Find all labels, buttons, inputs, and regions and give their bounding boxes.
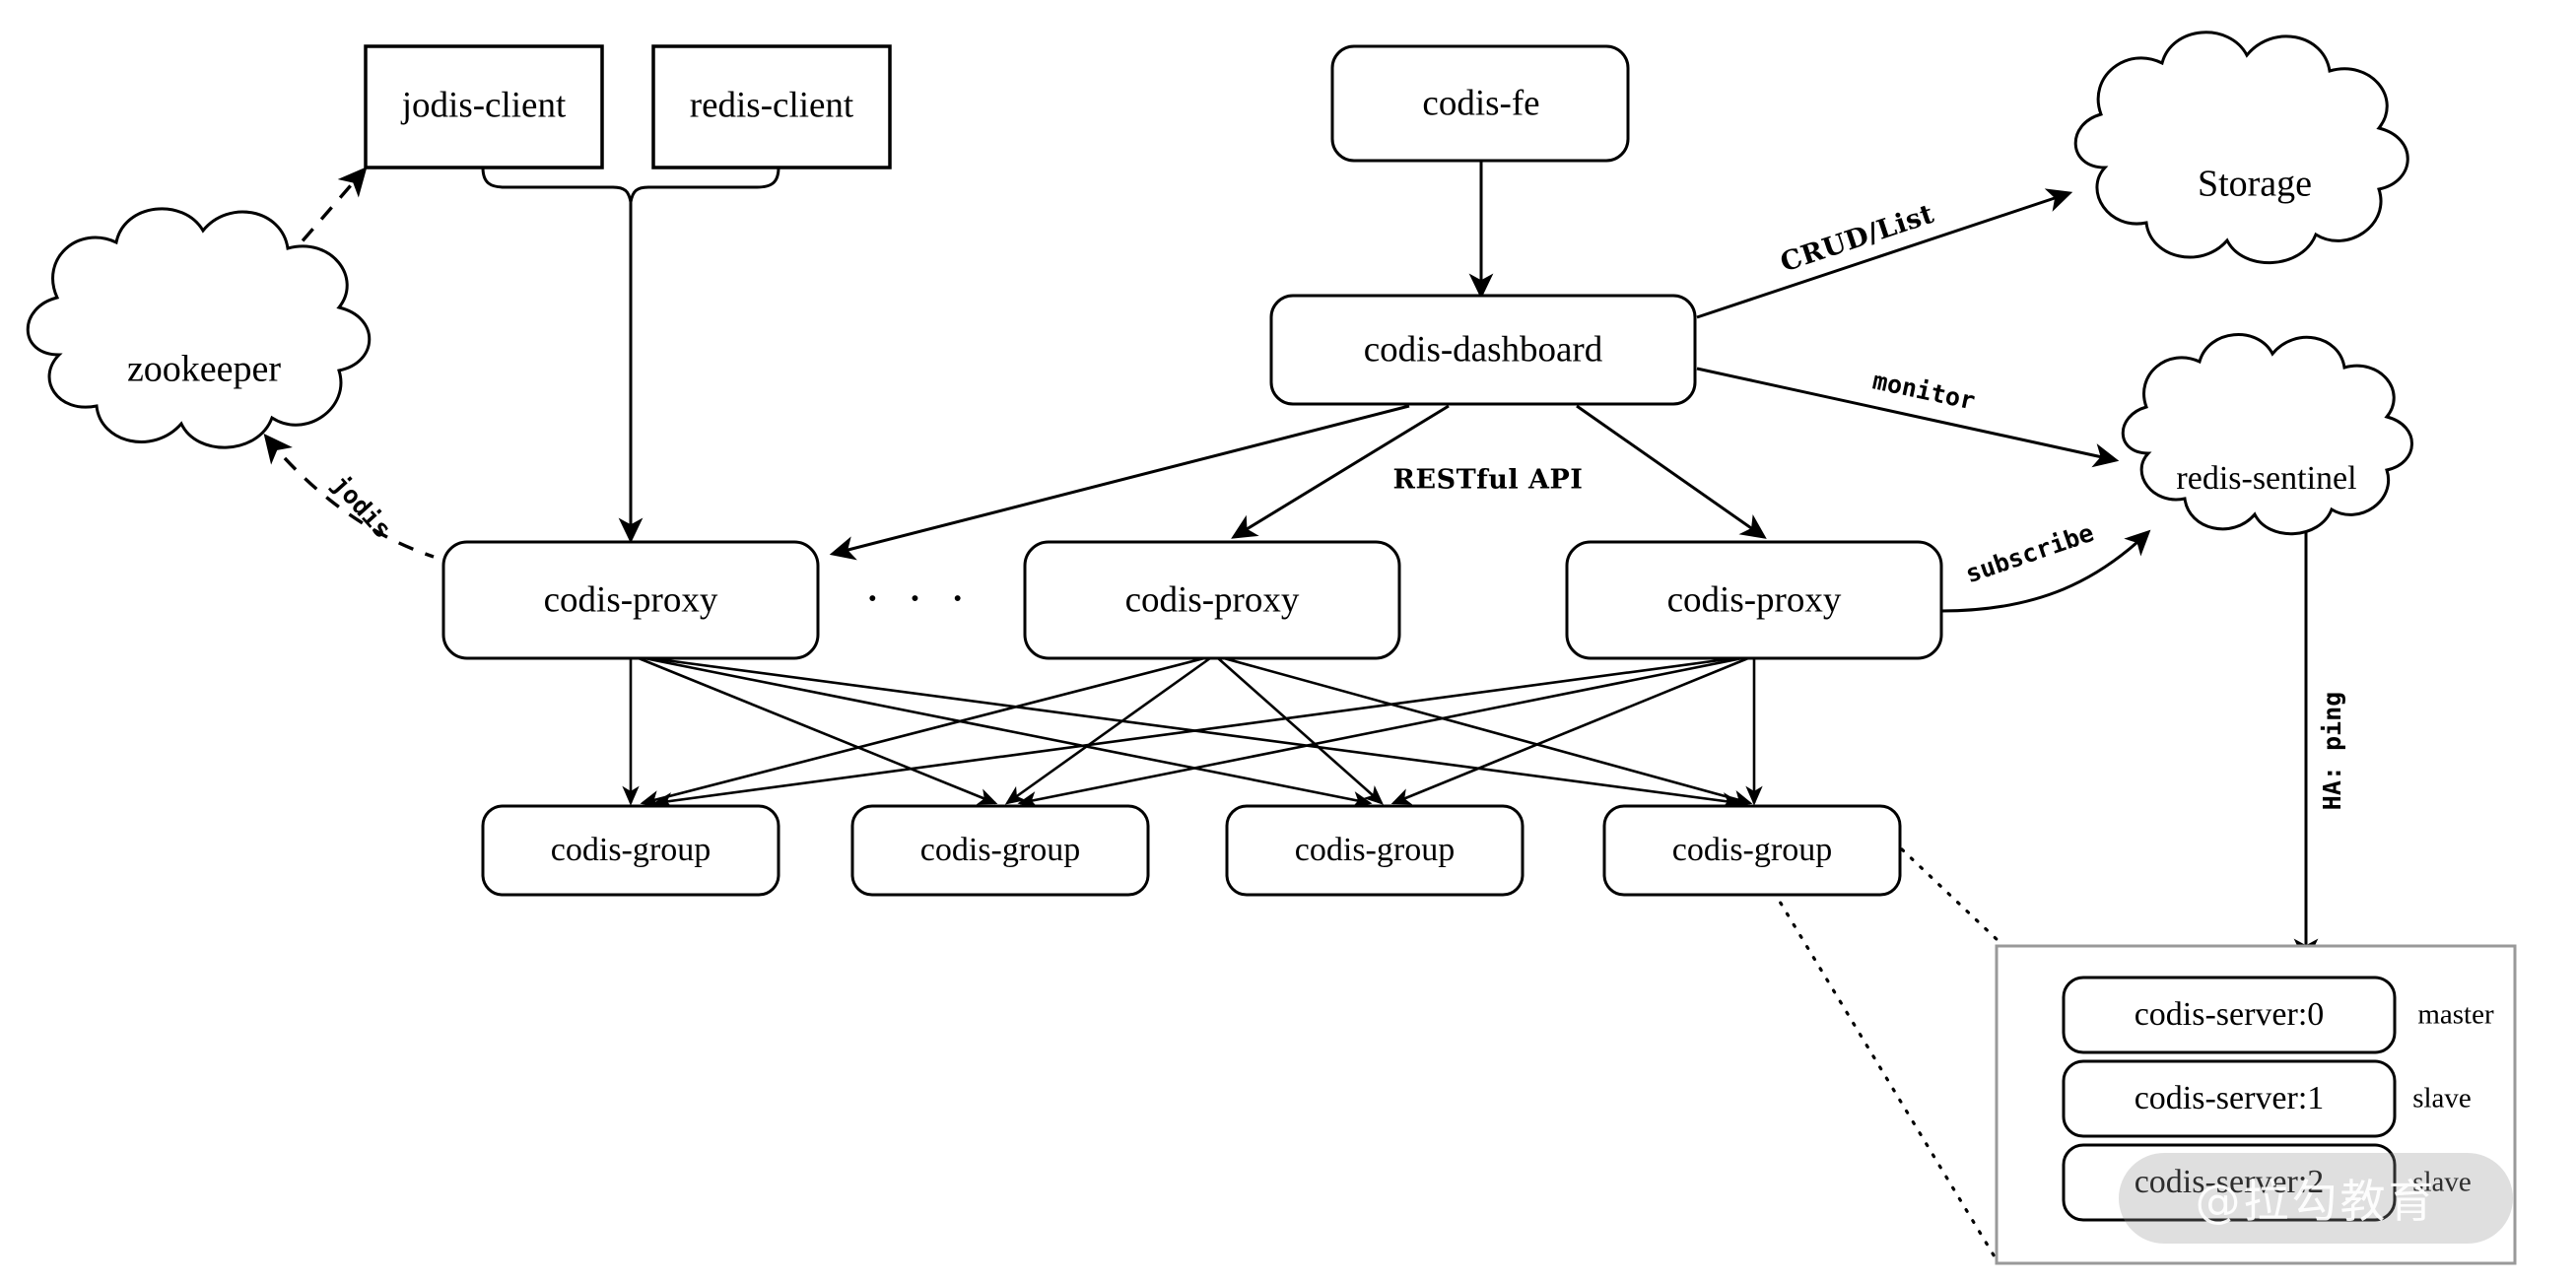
node-codis-dashboard[interactable] [1269, 294, 1697, 406]
node-codis-dashboard-label: codis-dashboard [1364, 329, 1603, 370]
node-codis-server-0-label: codis-server:0 [2135, 996, 2325, 1033]
edge-proxy2-group3 [1217, 657, 1384, 805]
node-zookeeper-cloud[interactable] [26, 207, 372, 449]
node-codis-fe-label: codis-fe [1422, 83, 1539, 123]
edge-proxy3-group1 [652, 656, 1735, 810]
node-codis-proxy-2[interactable] [1023, 540, 1401, 660]
edge-label-crud-list: CRUD/List [1777, 199, 1938, 279]
edge-proxy1-group2 [638, 656, 998, 805]
node-codis-group-1-label: codis-group [551, 832, 711, 868]
node-codis-group-3[interactable] [1225, 804, 1525, 897]
node-jodis-client[interactable] [364, 44, 604, 169]
node-codis-server-1[interactable] [2062, 1059, 2397, 1138]
node-codis-server-2-label: codis-server:2 [2135, 1164, 2325, 1200]
node-codis-group-2-label: codis-group [920, 832, 1080, 868]
server-2-role-label: slave [2412, 1167, 2472, 1198]
edge-zookeeper-to-proxy [263, 434, 435, 559]
edge-label-subscribe: subscribe [1962, 518, 2098, 589]
edge-dashboard-to-sentinel [1696, 367, 2120, 468]
server-0-role-label: master [2417, 999, 2494, 1031]
node-zookeeper-label: zookeeper [127, 349, 281, 390]
node-redis-sentinel-label: redis-sentinel [2176, 460, 2356, 497]
node-codis-group-1[interactable] [481, 804, 780, 897]
edge-proxy1-group3 [644, 656, 1373, 809]
node-codis-group-2[interactable] [850, 804, 1150, 897]
node-codis-server-2[interactable] [2062, 1143, 2397, 1222]
node-redis-client-label: redis-client [690, 85, 854, 125]
edge-proxy3-group2 [1017, 656, 1743, 809]
edge-proxy2-group2 [1004, 656, 1211, 805]
edge-group4-expand-top [1900, 847, 2000, 943]
node-storage-label: Storage [2198, 164, 2312, 205]
node-storage-cloud[interactable] [2073, 31, 2409, 264]
proxy-ellipsis: · · · [864, 570, 973, 625]
node-codis-proxy-1-label: codis-proxy [544, 579, 718, 620]
edge-group4-expand-bottom [1772, 890, 2000, 1265]
edge-proxy3-group3 [1390, 656, 1749, 805]
edge-dashboard-to-proxy3 [1576, 404, 1767, 539]
edge-dashboard-to-storage [1696, 188, 2073, 319]
edge-label-ha-ping: HA: ping [2318, 692, 2346, 810]
node-codis-server-0[interactable] [2062, 976, 2397, 1054]
node-codis-proxy-3-label: codis-proxy [1667, 579, 1842, 620]
client-brace [481, 167, 780, 203]
node-codis-proxy-1[interactable] [441, 540, 820, 660]
node-codis-proxy-2-label: codis-proxy [1125, 579, 1300, 620]
edge-proxy3-to-sentinel [1940, 529, 2151, 613]
edge-dashboard-to-proxy1 [829, 404, 1410, 561]
node-redis-sentinel-cloud[interactable] [2121, 333, 2413, 536]
node-jodis-client-label: jodis-client [400, 85, 567, 125]
edge-proxy2-group4 [1223, 656, 1753, 807]
node-codis-group-4-label: codis-group [1672, 832, 1832, 868]
server-1-role-label: slave [2412, 1083, 2472, 1114]
node-redis-client[interactable] [651, 44, 892, 169]
node-codis-fe[interactable] [1330, 44, 1630, 163]
node-codis-group-3-label: codis-group [1295, 832, 1455, 868]
node-codis-group-4[interactable] [1602, 804, 1902, 897]
node-codis-proxy-3[interactable] [1565, 540, 1943, 660]
edge-label-monitor: monitor [1870, 366, 1978, 415]
edge-dashboard-to-proxy2 [1231, 404, 1450, 539]
edge-label-restful-api: RESTful API [1393, 465, 1584, 496]
node-codis-server-1-label: codis-server:1 [2135, 1080, 2325, 1116]
edge-proxy2-group1 [640, 656, 1205, 808]
